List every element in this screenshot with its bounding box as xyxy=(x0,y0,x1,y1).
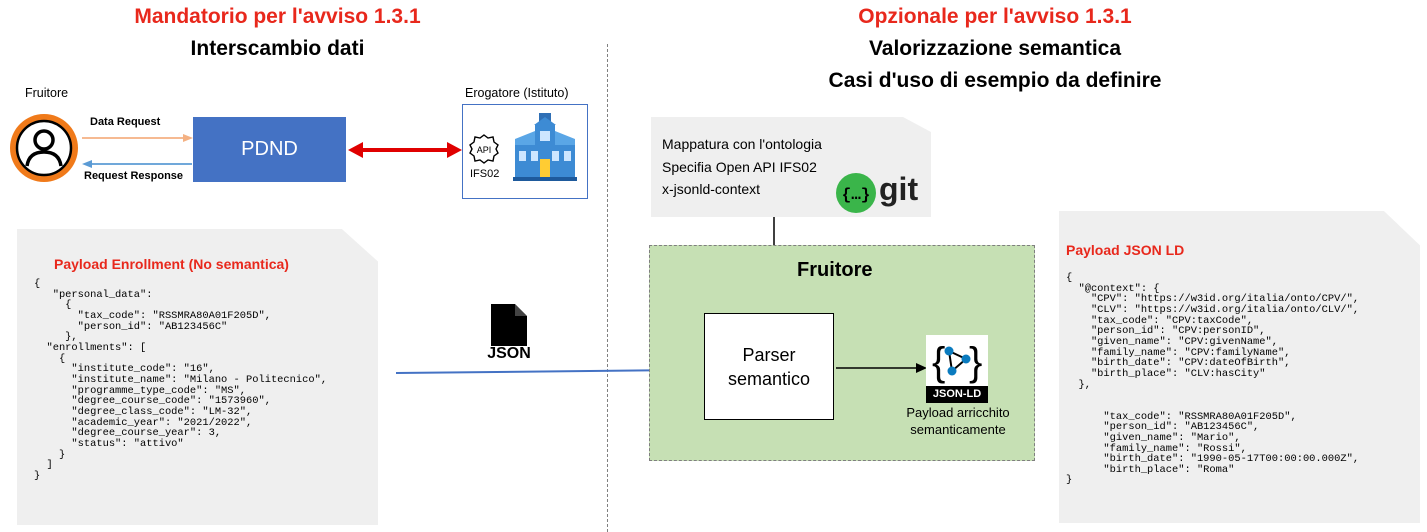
right-title-valorizzazione: Valorizzazione semantica xyxy=(868,37,1122,60)
payload-jsonld-code: { "@context": { "CPV": "https://w3id.org… xyxy=(1066,272,1360,487)
parser-label-line2: semantico xyxy=(727,368,811,389)
ontology-spec-line: Specifia Open API IFS02 xyxy=(662,159,817,175)
jsonld-logo-label: JSON-LD xyxy=(926,386,988,403)
parser-semantico-box: Parser semantico xyxy=(704,313,834,420)
ontology-card: Mappatura con l'ontologia Specifia Open … xyxy=(651,117,931,217)
git-logo-icon: {…} xyxy=(835,172,877,214)
erogatore-label: Erogatore (Istituto) xyxy=(465,86,569,100)
data-request-label: Data Request xyxy=(90,116,161,128)
json-file-icon: JSON xyxy=(483,304,535,366)
ifs02-label: IFS02 xyxy=(470,168,500,180)
payload-arricchito-line2: semanticamente xyxy=(910,422,1006,437)
svg-text:{: { xyxy=(932,340,945,384)
parser-to-jsonld-arrow xyxy=(836,363,927,373)
pdnd-erogatore-double-arrow xyxy=(348,142,462,158)
user-avatar-icon xyxy=(9,113,79,183)
payload-enrollment-card: Payload Enrollment (No semantica) { "per… xyxy=(17,229,378,525)
pdnd-label: PDND xyxy=(241,138,298,160)
request-response-label: Request Response xyxy=(84,170,184,182)
svg-text:}: } xyxy=(969,340,982,384)
payload-jsonld-title: Payload JSON LD xyxy=(1066,242,1185,258)
ontology-context-line: x-jsonld-context xyxy=(662,181,761,197)
api-icon-text: API xyxy=(477,145,492,155)
payload-arricchito-line1: Payload arricchito xyxy=(906,405,1010,420)
building-icon xyxy=(513,113,577,181)
payload-jsonld-card: Payload JSON LD { "@context": { "CPV": "… xyxy=(1059,211,1420,523)
request-response-arrows xyxy=(82,134,193,168)
payload-enrollment-code: { "personal_data": { "tax_code": "RSSMRA… xyxy=(34,278,328,482)
left-title-mandatory: Mandatorio per l'avviso 1.3.1 xyxy=(134,5,421,28)
git-logo-text: git xyxy=(879,171,919,207)
fruitore-label: Fruitore xyxy=(25,86,69,100)
parser-label-line1: Parser xyxy=(742,344,796,365)
json-icon-label: JSON xyxy=(487,345,531,362)
right-title-optional: Opzionale per l'avviso 1.3.1 xyxy=(858,5,1132,28)
left-title-interscambio: Interscambio dati xyxy=(190,37,365,60)
fruitore-box-title: Fruitore xyxy=(797,259,873,281)
right-title-casi-uso: Casi d'uso di esempio da definire xyxy=(828,69,1162,92)
payload-enrollment-title: Payload Enrollment (No semantica) xyxy=(54,256,289,272)
pdnd-box: PDND xyxy=(193,117,346,182)
jsonld-logo-icon: { } JSON-LD xyxy=(926,335,988,403)
ontology-mapping-line: Mappatura con l'ontologia xyxy=(662,136,822,152)
api-gear-icon: API xyxy=(469,134,499,164)
svg-text:{…}: {…} xyxy=(842,186,871,204)
section-divider xyxy=(607,44,608,532)
